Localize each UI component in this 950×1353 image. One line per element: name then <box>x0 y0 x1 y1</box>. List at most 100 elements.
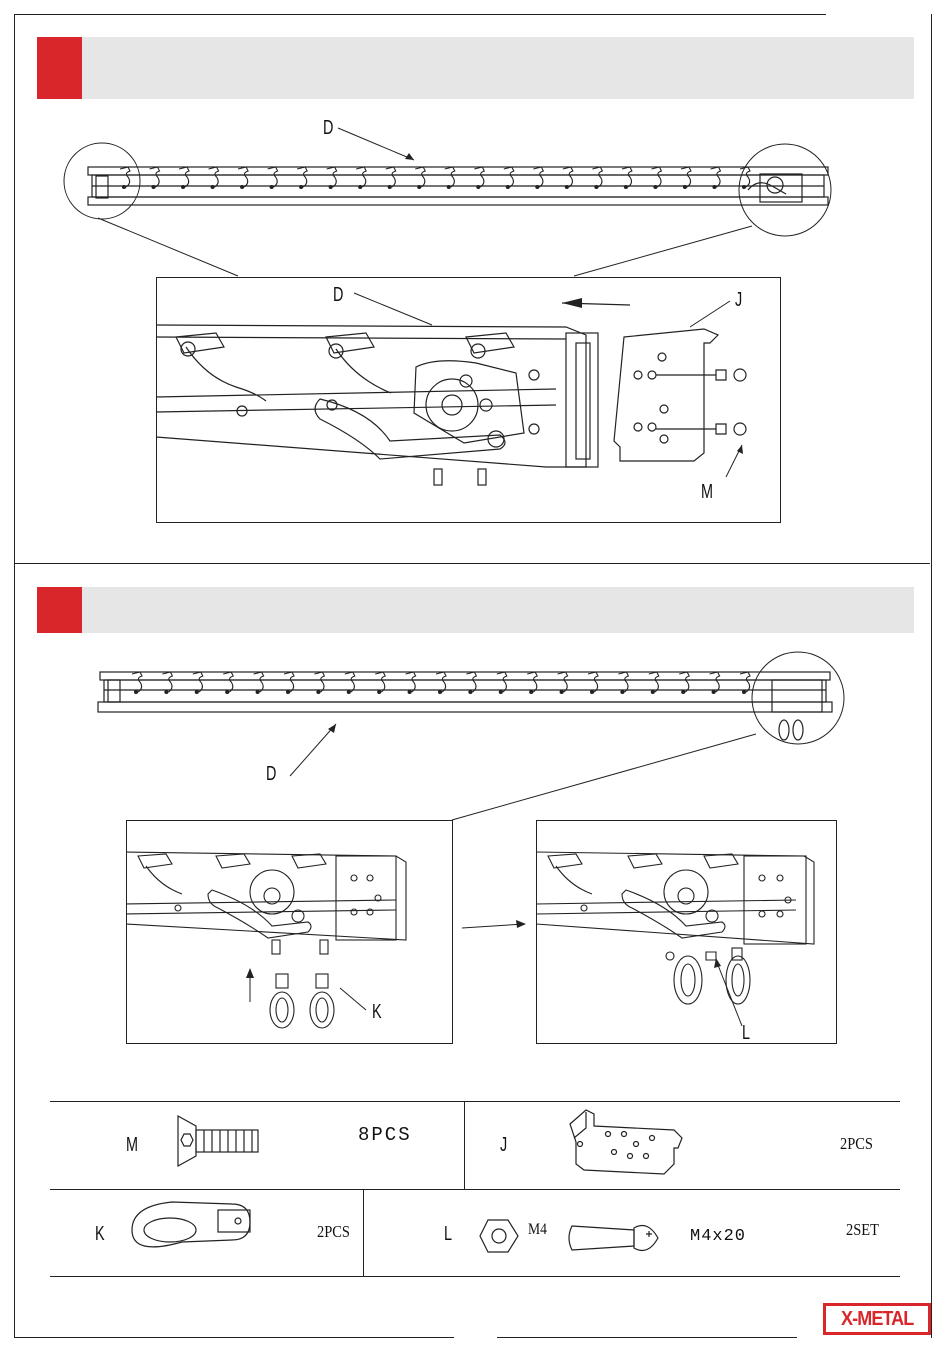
part-l-quantity: 2SET <box>846 1221 879 1238</box>
rail-hook <box>314 672 324 692</box>
step-2-rail-overview <box>0 650 950 810</box>
rail-hook <box>474 167 484 187</box>
rail-hook <box>563 167 573 187</box>
part-l-screw-icon <box>566 1220 676 1260</box>
bottom-rule-left <box>14 1337 454 1338</box>
rail-hook-pin <box>743 186 746 189</box>
rail-hook-pin <box>418 186 421 189</box>
rail-hook <box>327 167 337 187</box>
rail-hook <box>162 672 172 692</box>
part-k-letter: K <box>95 1224 105 1244</box>
step-1-detail-drawing <box>156 277 779 521</box>
rail-hook <box>209 167 219 187</box>
rail-hook <box>740 167 750 187</box>
brand-logo: X-METAL <box>823 1303 931 1335</box>
rail-hook-pin <box>195 691 198 694</box>
rail-hook <box>375 672 385 692</box>
rail-hook <box>504 167 514 187</box>
label-m: M <box>701 482 713 502</box>
rail-hook-pin <box>713 186 716 189</box>
rail-hook <box>179 167 189 187</box>
rail-hook-pin <box>621 691 624 694</box>
rail-hook <box>497 672 507 692</box>
rail-hook-pin <box>743 691 746 694</box>
parts-table-mid-rule <box>50 1189 900 1190</box>
rail-hook <box>466 672 476 692</box>
rail-hook <box>622 167 632 187</box>
section-divider <box>14 563 930 564</box>
rail-hook <box>740 672 750 692</box>
rail-hook <box>150 167 160 187</box>
label-l: L <box>742 1023 750 1043</box>
label-k: K <box>372 1002 382 1022</box>
rail-hook <box>406 672 416 692</box>
rail-hook-pin <box>287 691 290 694</box>
rail-hook-pin <box>654 186 657 189</box>
rail-hook-pin <box>123 186 126 189</box>
step-2-header <box>37 587 914 633</box>
rail-hook <box>268 167 278 187</box>
rail-hook <box>238 167 248 187</box>
part-m-letter: M <box>126 1135 138 1155</box>
rail-hook-pin <box>591 691 594 694</box>
rail-hook-pin <box>560 691 563 694</box>
rail-hook <box>132 672 142 692</box>
rail-hook-pin <box>712 691 715 694</box>
rail-hook-pin <box>378 691 381 694</box>
rail-hook-pin <box>682 691 685 694</box>
rail-hook-pin <box>165 691 168 694</box>
step-2-detail-left-drawing <box>126 820 451 1042</box>
part-j-bracket-icon <box>560 1104 700 1184</box>
rail-hook <box>651 167 661 187</box>
rail-hook-pin <box>135 691 138 694</box>
step-1-marker <box>37 37 82 99</box>
part-l-nut-size: M4 <box>528 1222 547 1238</box>
rail-hook-pin <box>211 186 214 189</box>
rail-hook <box>527 672 537 692</box>
rail-hook-pin <box>270 186 273 189</box>
rail-hook <box>618 672 628 692</box>
rail-hook <box>254 672 264 692</box>
rail-hook-pin <box>300 186 303 189</box>
rail-hook-pin <box>359 186 362 189</box>
transition-arrow <box>460 918 540 938</box>
rail-hook-pin <box>347 691 350 694</box>
rail-hook-pin <box>595 186 598 189</box>
parts-table-bottom-rule <box>50 1276 900 1277</box>
part-l-nut-icon <box>480 1216 520 1256</box>
part-k-quantity: 2PCS <box>317 1223 350 1240</box>
rail-hook-pin <box>565 186 568 189</box>
rail-hook-pin <box>469 691 472 694</box>
rail-hook <box>710 672 720 692</box>
rail-hook-pin <box>317 691 320 694</box>
rail-hook-pin <box>256 691 259 694</box>
part-m-screw-icon <box>174 1112 274 1172</box>
rail-hook <box>120 167 130 187</box>
bottom-rule-right <box>497 1337 797 1338</box>
rail-hook-pin <box>182 186 185 189</box>
parts-table-top-rule <box>50 1101 900 1102</box>
label-d-top: D <box>323 118 333 138</box>
label-d-step2: D <box>266 764 276 784</box>
rail-hook <box>193 672 203 692</box>
rail-hook <box>649 672 659 692</box>
rail-hook <box>445 167 455 187</box>
rail-hook-pin <box>408 691 411 694</box>
rail-hook-pin <box>241 186 244 189</box>
rail-hook <box>386 167 396 187</box>
part-l-letter: L <box>444 1224 452 1244</box>
rail-hook <box>592 167 602 187</box>
rail-hook-pin <box>683 186 686 189</box>
label-j: J <box>735 290 742 310</box>
step-2-detail-right-drawing <box>536 820 835 1042</box>
part-j-letter: J <box>500 1135 507 1155</box>
rail-hook <box>415 167 425 187</box>
rail-hook-pin <box>624 186 627 189</box>
rail-hook-pin <box>329 186 332 189</box>
rail-hook-pin <box>506 186 509 189</box>
part-j-quantity: 2PCS <box>840 1135 873 1152</box>
rail-hook-pin <box>226 691 229 694</box>
rail-hook <box>356 167 366 187</box>
rail-hook <box>588 672 598 692</box>
rail-hook-pin <box>651 691 654 694</box>
